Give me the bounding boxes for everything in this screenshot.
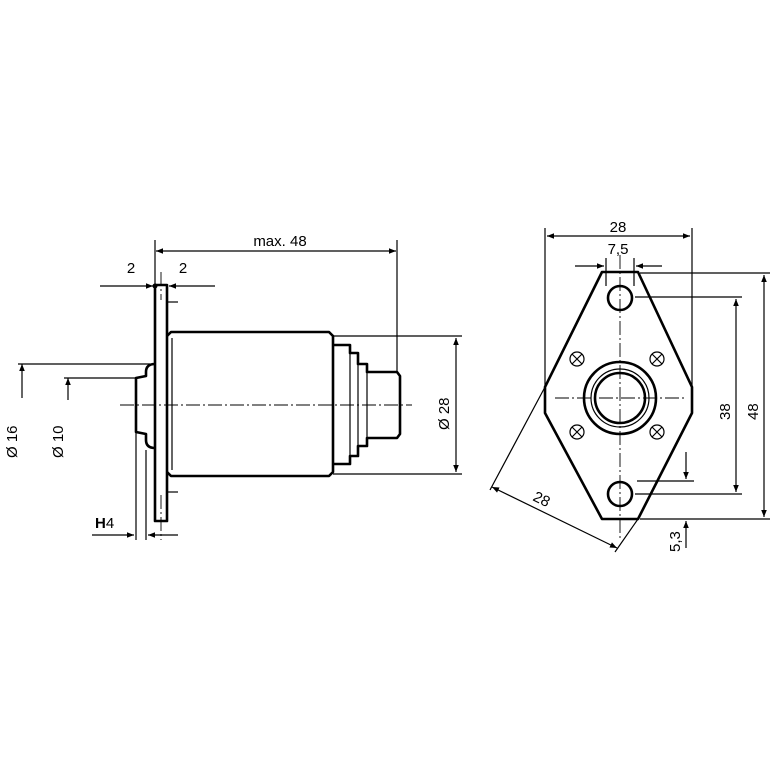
dim-flange-thickness-left: 2 [127,260,135,277]
stepped-end [333,343,402,466]
ext-line-diagonal-top [489,386,546,491]
dim-hole-spacing: 7,5 [608,241,629,258]
dim-width-top: 28 [610,219,627,236]
rivet-tl [569,351,585,367]
rivet-br [649,424,665,440]
rivet-tr [649,351,665,367]
front-view: 28 7,5 38 48 28 5,3 [489,219,770,553]
ext-line-diagonal-bottom [614,518,639,553]
dim-diameter-body: Ø 28 [436,397,453,430]
hub-left [134,362,156,450]
dim-diameter-outer: Ø 16 [4,425,21,458]
dim-thread-value: 4 [106,515,114,532]
dim-flange-thickness-right: 2 [179,260,187,277]
dim-height-inner: 38 [717,403,734,420]
dim-thread-prefix: H [95,515,106,532]
dim-diameter-inner: Ø 10 [50,425,67,458]
rivet-bl [569,424,585,440]
dim-height-outer: 48 [745,403,762,420]
side-view: max. 48 2 2 H4 Ø 16 Ø 10 Ø 28 [4,233,462,540]
dim-diagonal: 28 [530,488,552,511]
dim-thread: H4 [95,515,114,532]
dim-line-diagonal [491,486,618,549]
dim-offset: 5,3 [667,531,684,552]
body-cylinder [166,330,335,478]
flange-corner-dot [152,283,158,289]
flange-plate [153,283,169,523]
dim-overall-length: max. 48 [253,233,306,250]
